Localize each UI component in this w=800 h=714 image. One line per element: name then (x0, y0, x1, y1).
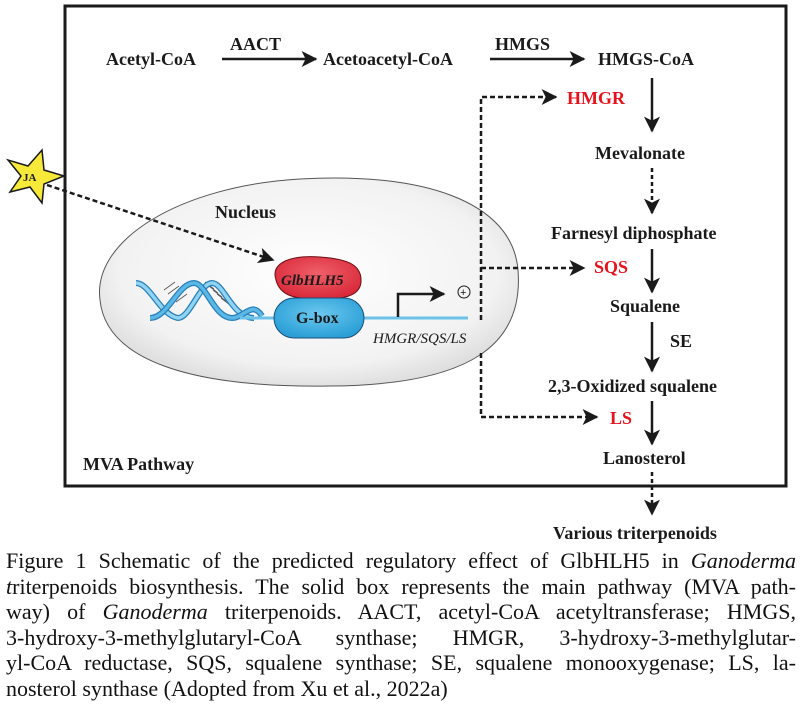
node-acetoacetyl-coa: Acetoacetyl-CoA (323, 49, 453, 69)
nucleus-label: Nucleus (215, 202, 276, 222)
enzyme-sqs: SQS (594, 257, 628, 277)
enzyme-hmgr: HMGR (567, 88, 626, 108)
pathway-diagram: Nucleus Acetyl-CoA AACT Acetoacetyl-CoA … (5, 4, 788, 543)
ja-label: JA (23, 172, 37, 184)
node-lanosterol: Lanosterol (603, 448, 686, 468)
node-farnesyl-diphosphate: Farnesyl diphosphate (551, 223, 717, 243)
node-mevalonate: Mevalonate (595, 143, 685, 163)
node-various-triterpenoids: Various triterpenoids (553, 523, 717, 543)
target-genes-label: HMGR/SQS/LS (372, 331, 467, 347)
g-box-element (273, 297, 365, 339)
node-oxidized-squalene: 2,3-Oxidized squalene (548, 376, 717, 396)
caption-line: triterpenoids biosynthesis. The solid bo… (6, 573, 796, 599)
g-box-label: G-box (296, 310, 339, 327)
caption-line: 3-hydroxy-3-methylglutaryl-CoA synthase;… (6, 624, 796, 650)
node-hmgs-coa: HMGS-CoA (598, 49, 694, 69)
figure-caption: Figure 1 Schematic of the predicted regu… (6, 548, 796, 702)
box-label-mva-pathway: MVA Pathway (83, 454, 194, 474)
positive-effect-symbol: + (460, 287, 466, 299)
dna-helix-icon (135, 279, 265, 322)
enzyme-ls: LS (610, 408, 632, 428)
glbhlh5-label: GlbHLH5 (281, 273, 344, 289)
caption-line: way) of Ganoderma triterpenoids. AACT, a… (6, 599, 796, 625)
caption-line: Figure 1 Schematic of the predicted regu… (6, 548, 796, 573)
ja-star-icon (5, 148, 67, 205)
promoter-arrow-icon (396, 286, 446, 317)
mva-pathway-box (63, 4, 788, 488)
node-squalene: Squalene (610, 296, 680, 316)
enzyme-hmgs: HMGS (495, 34, 550, 54)
dashed-line-to-hmgr (479, 89, 558, 320)
caption-line: yl-CoA reductase, SQS, squalene synthase… (6, 650, 796, 676)
positive-effect-icon (457, 285, 471, 299)
caption-line: nosterol synthase (Adopted from Xu et al… (6, 675, 448, 701)
enzyme-se: SE (670, 331, 692, 351)
dashed-line-to-ls (479, 353, 599, 425)
enzyme-aact: AACT (230, 34, 281, 54)
node-acetyl-coa: Acetyl-CoA (106, 49, 196, 69)
